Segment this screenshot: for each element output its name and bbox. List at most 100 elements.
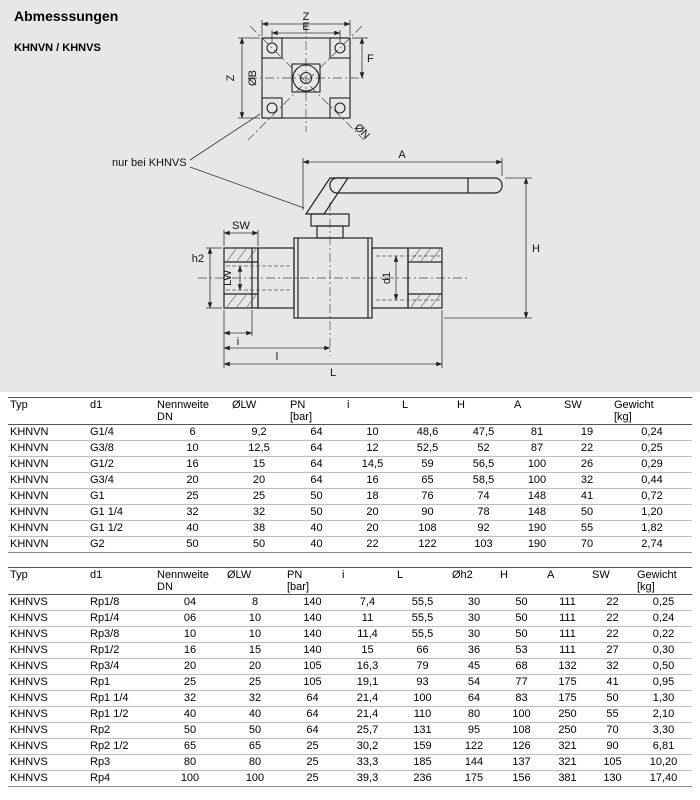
table-cell: 50	[498, 594, 545, 611]
table-cell: Rp3/4	[88, 658, 155, 675]
valve-side-view	[223, 177, 503, 319]
table-cell: 78	[455, 504, 512, 521]
table-cell: 122	[400, 536, 455, 553]
table-cell: 2,10	[635, 706, 692, 723]
table-cell: KHNVN	[8, 456, 88, 473]
table-cell: 22	[345, 536, 400, 553]
table-cell: 105	[285, 674, 340, 691]
table-cell: 90	[590, 738, 635, 755]
table-cell: 21,4	[340, 706, 395, 723]
table-cell: 33,3	[340, 754, 395, 771]
table-cell: 190	[512, 520, 562, 537]
table-cell: 45	[450, 658, 498, 675]
table-cell: KHNVS	[8, 770, 88, 787]
table-cell: G3/8	[88, 440, 155, 457]
table-cell: 90	[400, 504, 455, 521]
table-cell: 55,5	[395, 610, 450, 627]
table-cell: 20	[155, 658, 225, 675]
table-cell: 47,5	[455, 424, 512, 441]
dim-label-i: i	[237, 336, 239, 348]
table-cell: G1/4	[88, 424, 155, 441]
table-cell: 25	[285, 754, 340, 771]
table-cell: 64	[288, 424, 345, 441]
table-cell: 111	[545, 610, 590, 627]
drawing-panel: Abmesssungen KHNVN / KHNVS	[0, 0, 700, 392]
table-cell: 93	[395, 674, 450, 691]
table-cell: G3/4	[88, 472, 155, 489]
table-cell: 110	[395, 706, 450, 723]
table-cell: 105	[590, 754, 635, 771]
column-header: Gewicht[kg]	[635, 567, 692, 595]
dim-label-l-partial: l	[276, 351, 278, 363]
dim-label-z-top: Z	[303, 11, 310, 23]
table-cell: Rp1 1/2	[88, 706, 155, 723]
table-cell: 30,2	[340, 738, 395, 755]
table-cell: 1,82	[612, 520, 692, 537]
table-cell: KHNVS	[8, 754, 88, 771]
page-title: Abmesssungen	[14, 8, 119, 24]
table-cell: 25	[155, 488, 230, 505]
column-header: Typ	[8, 397, 88, 425]
table-cell: KHNVS	[8, 642, 88, 659]
table-cell: G1/2	[88, 456, 155, 473]
table-cell: 10	[345, 424, 400, 441]
table-cell: 50	[225, 722, 285, 739]
table-cell: Rp3/8	[88, 626, 155, 643]
table-cell: 0,25	[635, 594, 692, 611]
dim-label-diameter-n: ØN	[352, 122, 372, 142]
column-header: PN[bar]	[285, 567, 340, 595]
dim-label-d1: d1	[381, 272, 393, 284]
bore-lines	[226, 255, 440, 301]
table-cell: 108	[400, 520, 455, 537]
table-cell: 66	[395, 642, 450, 659]
table-cell: 100	[155, 770, 225, 787]
table-cell: 144	[450, 754, 498, 771]
note-leader-lines	[189, 113, 305, 209]
table-cell: KHNVS	[8, 594, 88, 611]
table-cell: 140	[285, 626, 340, 643]
table-cell: KHNVS	[8, 658, 88, 675]
table-cell: 0,22	[635, 626, 692, 643]
table-cell: 11	[340, 610, 395, 627]
table-cell: KHNVS	[8, 722, 88, 739]
table-cell: 22	[562, 440, 612, 457]
valve-dimension-lines	[206, 158, 532, 368]
technical-drawing: Z E F Z ØB ØN nur bei KHNVS	[112, 11, 540, 379]
table-cell: 50	[288, 488, 345, 505]
dim-label-a: A	[398, 149, 406, 161]
page-subtitle: KHNVN / KHNVS	[14, 42, 101, 54]
table-cell: 25	[155, 674, 225, 691]
table-cell: 15	[340, 642, 395, 659]
table-cell: KHNVS	[8, 626, 88, 643]
table-cell: 48,6	[400, 424, 455, 441]
table-cell: 55	[562, 520, 612, 537]
table-cell: 20	[155, 472, 230, 489]
table-cell: 16	[155, 456, 230, 473]
table-cell: 25,7	[340, 722, 395, 739]
table-cell: 148	[512, 504, 562, 521]
dim-label-diameter-b: ØB	[247, 70, 259, 86]
table-cell: 32	[590, 658, 635, 675]
table-cell: Rp1 1/4	[88, 690, 155, 707]
table-cell: 25	[230, 488, 288, 505]
column-header: A	[512, 397, 562, 425]
table-cell: 12,5	[230, 440, 288, 457]
table-cell: 81	[512, 424, 562, 441]
table-cell: Rp1/2	[88, 642, 155, 659]
table-cell: 0,50	[635, 658, 692, 675]
table-cell: 19	[562, 424, 612, 441]
table-cell: 18	[345, 488, 400, 505]
table-cell: 22	[590, 626, 635, 643]
table-cell: 11,4	[340, 626, 395, 643]
table-cell: 131	[395, 722, 450, 739]
table-cell: 26	[562, 456, 612, 473]
table-cell: 185	[395, 754, 450, 771]
table-cell: 0,29	[612, 456, 692, 473]
column-header: Øh2	[450, 567, 498, 595]
table-cell: 14,5	[345, 456, 400, 473]
table-cell: 7,4	[340, 594, 395, 611]
